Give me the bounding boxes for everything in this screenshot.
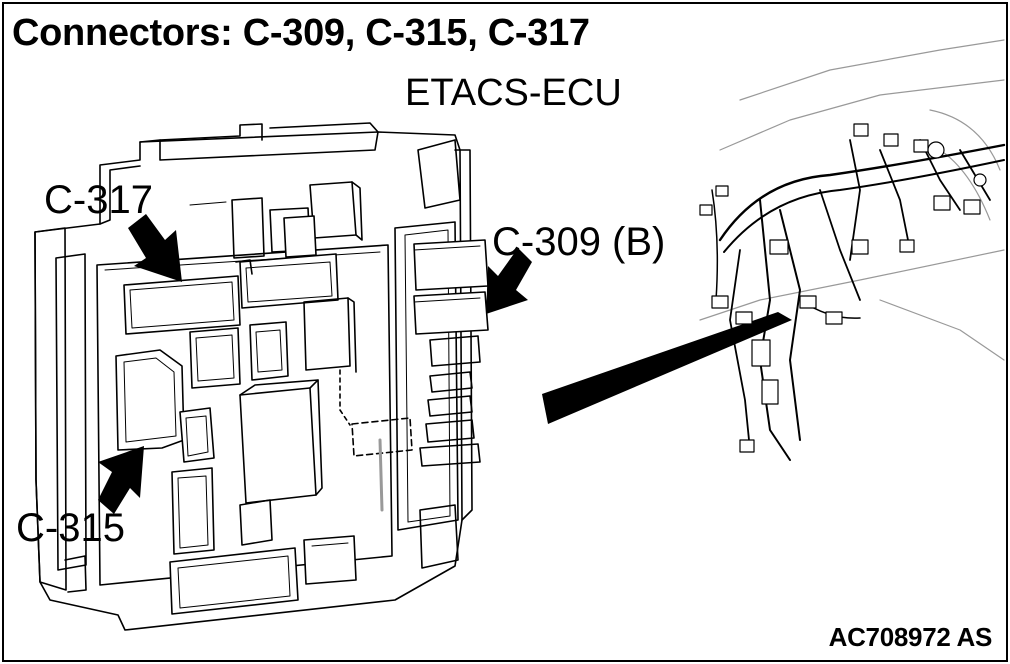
callout-c-317: C-317 <box>44 178 153 222</box>
middle-components <box>189 297 413 512</box>
callout-c-309: C-309 (B) <box>492 220 666 264</box>
c-309-connector <box>413 239 489 467</box>
figure-title: Connectors: C-309, C-315, C-317 <box>12 12 590 54</box>
ecu-label: ETACS-ECU <box>405 72 622 114</box>
c-315-connector <box>115 349 215 555</box>
top-relays <box>189 181 363 259</box>
bottom-connectors <box>169 499 357 615</box>
c-317-connector <box>123 253 339 335</box>
callout-c-315: C-315 <box>16 506 125 550</box>
location-pointer <box>542 312 792 424</box>
figure-id: AC708972 AS <box>828 622 993 652</box>
dashboard-harness <box>699 39 1006 461</box>
callout-arrows <box>98 214 532 514</box>
